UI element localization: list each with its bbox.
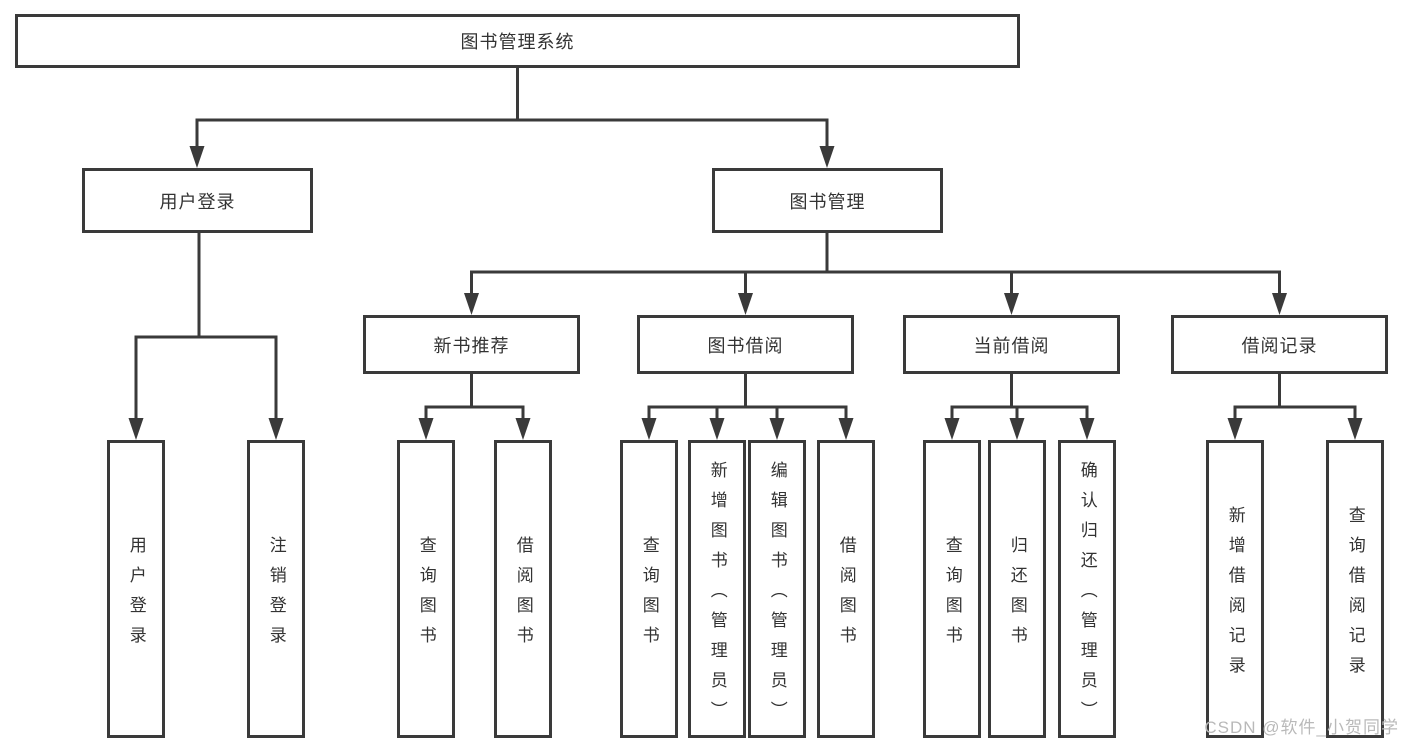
node-label: 图书管理系统 — [460, 32, 575, 52]
node-new-book-recommend: 新书推荐 — [363, 315, 580, 374]
node-label: 新书推荐 — [433, 335, 510, 356]
node-label: 当前借阅 — [973, 335, 1050, 356]
node-current-borrowing: 当前借阅 — [903, 315, 1120, 374]
node-label: 查询借阅记录 — [1345, 505, 1365, 686]
node-book-borrowing: 图书借阅 — [637, 315, 854, 374]
node-label: 查询图书 — [942, 535, 962, 656]
node-label: 确认归还（管理员） — [1077, 460, 1097, 731]
leaf-query-books-current: 查询图书 — [923, 440, 981, 738]
leaf-logout: 注销登录 — [247, 440, 305, 738]
node-label: 查询图书 — [639, 535, 659, 656]
node-user-login: 用户登录 — [82, 168, 313, 233]
leaf-borrow-books-recommend: 借阅图书 — [494, 440, 552, 738]
node-label: 借阅记录 — [1241, 335, 1318, 356]
leaf-query-borrow-record: 查询借阅记录 — [1326, 440, 1384, 738]
leaf-return-books: 归还图书 — [988, 440, 1046, 738]
leaf-add-books-admin: 新增图书（管理员） — [688, 440, 746, 738]
node-label: 归还图书 — [1007, 535, 1027, 656]
node-label: 借阅图书 — [513, 535, 533, 656]
leaf-borrow-books: 借阅图书 — [817, 440, 875, 738]
leaf-query-books-recommend: 查询图书 — [397, 440, 455, 738]
leaf-user-login: 用户登录 — [107, 440, 165, 738]
leaf-query-books-borrowing: 查询图书 — [620, 440, 678, 738]
node-label: 新增图书（管理员） — [707, 460, 727, 731]
node-label: 查询图书 — [416, 535, 436, 656]
leaf-confirm-return-admin: 确认归还（管理员） — [1058, 440, 1116, 738]
node-label: 编辑图书（管理员） — [767, 460, 787, 731]
node-label: 图书管理 — [789, 191, 866, 212]
node-label: 图书借阅 — [707, 335, 784, 356]
node-label: 借阅图书 — [836, 535, 856, 656]
node-library-management-system: 图书管理系统 — [15, 14, 1020, 68]
node-label: 新增借阅记录 — [1225, 505, 1245, 686]
leaf-edit-books-admin: 编辑图书（管理员） — [748, 440, 806, 738]
node-book-management: 图书管理 — [712, 168, 943, 233]
node-borrow-records: 借阅记录 — [1171, 315, 1388, 374]
node-label: 注销登录 — [266, 535, 286, 656]
node-label: 用户登录 — [126, 535, 146, 656]
leaf-add-borrow-record: 新增借阅记录 — [1206, 440, 1264, 738]
csdn-watermark: CSDN @软件_小贺同学 — [1204, 718, 1399, 737]
node-label: 用户登录 — [159, 191, 236, 212]
